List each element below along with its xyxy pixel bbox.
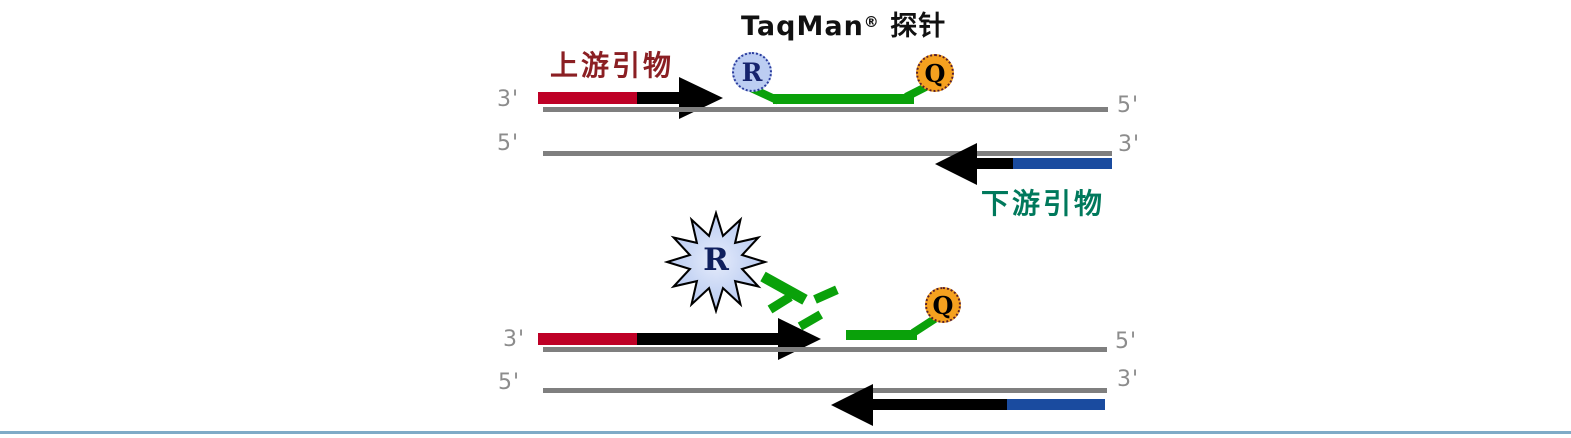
reporter-dye-circle: R (732, 52, 772, 92)
forward-extension-arrowhead-icon (679, 77, 723, 119)
figure-title-suffix: 探针 (879, 11, 947, 42)
cleaved-fragment-dash (767, 292, 793, 314)
downstream-primer-label: 下游引物 (981, 187, 1106, 220)
template-strand-bottom (543, 388, 1107, 393)
forward-extension-arrowhead-icon (778, 318, 821, 360)
reverse-primer-bar (1013, 158, 1112, 169)
template-strand-top (543, 107, 1108, 112)
strand1-right-end-label: 5' (1117, 93, 1140, 118)
strand2-left-end-label: 5' (498, 370, 521, 395)
reverse-extension-arrowhead-icon (831, 384, 873, 426)
bottom-divider-rule (0, 431, 1571, 434)
strand2-left-end-label: 5' (497, 131, 520, 156)
forward-extension-arrow-body (637, 92, 681, 104)
strand2-right-end-label: 3' (1118, 132, 1141, 157)
registered-trademark-symbol: ® (863, 13, 880, 31)
released-reporter-letter: R (703, 242, 729, 278)
quencher-dye-circle: Q (925, 287, 961, 323)
figure-title-brand: TaqMan (741, 11, 864, 42)
figure-title: TaqMan® 探针 (741, 4, 946, 43)
strand1-left-end-label: 3' (497, 87, 520, 112)
strand2-right-end-label: 3' (1117, 367, 1140, 392)
forward-primer-bar (538, 333, 639, 345)
quencher-letter: Q (932, 290, 954, 320)
template-strand-bottom (543, 151, 1112, 156)
upstream-primer-label: 上游引物 (550, 49, 675, 82)
reverse-extension-arrow-body (975, 158, 1015, 169)
quencher-letter: Q (924, 58, 946, 88)
forward-extension-arrow-body (637, 333, 780, 345)
strand1-left-end-label: 3' (503, 327, 526, 352)
forward-primer-bar (538, 92, 639, 104)
strand1-right-end-label: 5' (1115, 329, 1138, 354)
cleaved-fragment-dash (813, 285, 839, 304)
quencher-dye-circle: Q (916, 54, 954, 92)
probe-oligo-bar (773, 94, 914, 104)
reverse-extension-arrow-body (871, 399, 1009, 410)
reverse-extension-arrowhead-icon (935, 143, 977, 185)
reporter-letter: R (741, 57, 763, 87)
reverse-primer-bar (1007, 399, 1105, 410)
fluorescence-burst-icon (664, 210, 768, 314)
probe-remnant-bar (846, 330, 917, 340)
template-strand-top (543, 347, 1107, 352)
